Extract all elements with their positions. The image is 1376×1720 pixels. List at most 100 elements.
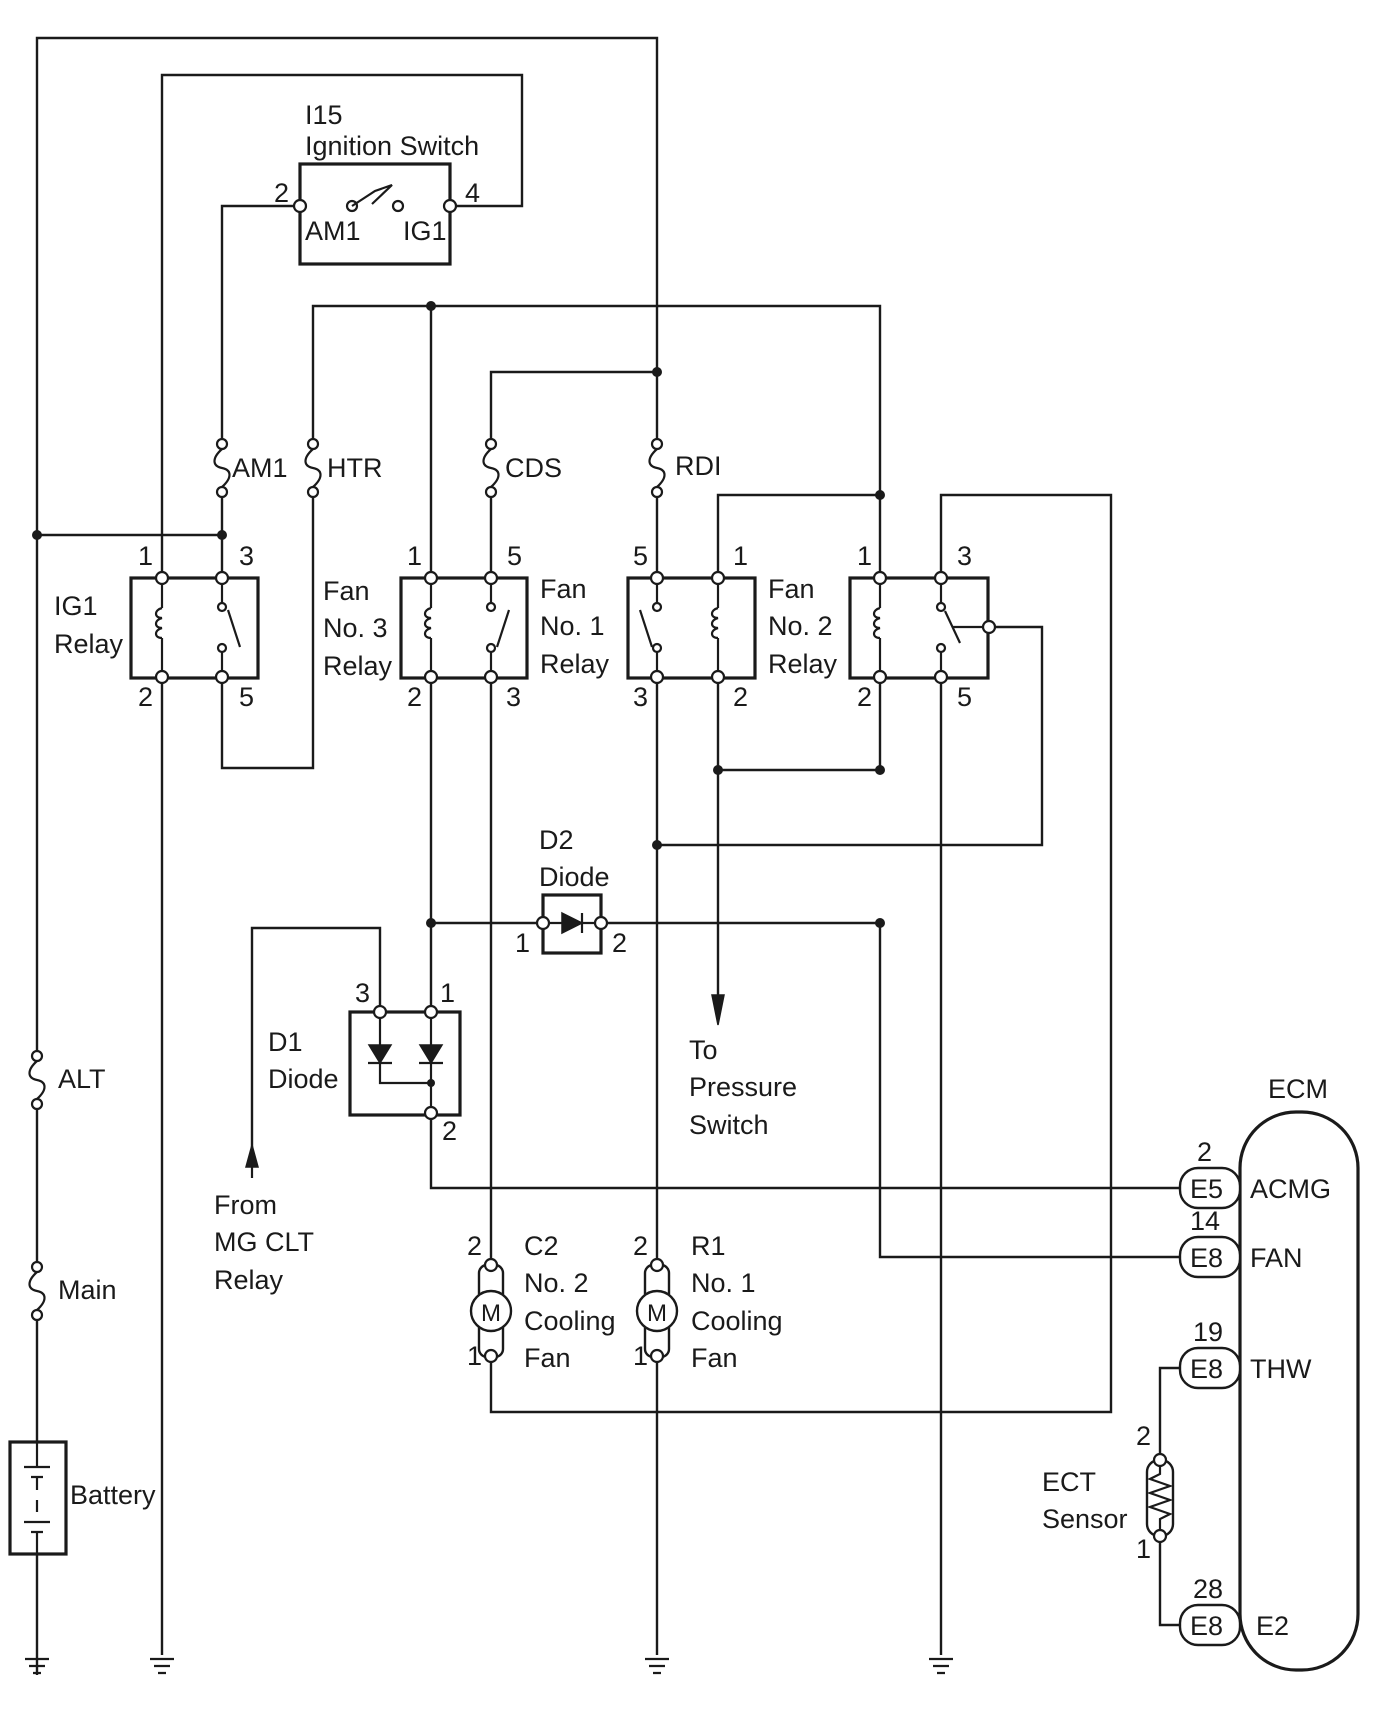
- pin-label: 1: [467, 1341, 482, 1371]
- pin-label: 2: [274, 178, 289, 208]
- pin-label: 2: [857, 682, 872, 712]
- fan-no3-relay: Fan No. 3 Relay 1 5 2 3: [323, 541, 529, 712]
- ecm-box: [1238, 1110, 1360, 1672]
- fuse-label: AM1: [232, 453, 288, 483]
- pin-label: 3: [633, 682, 648, 712]
- fuse-icon: [304, 448, 322, 488]
- external-label: Pressure: [689, 1072, 797, 1102]
- pin-label: 1: [407, 541, 422, 571]
- fan-name: Cooling: [524, 1306, 616, 1336]
- ground-icon: [150, 1657, 174, 1675]
- battery: Battery: [8, 1440, 156, 1556]
- motor-icon: [469, 1289, 513, 1333]
- pin-label: 2: [633, 1231, 648, 1261]
- pin-label: 3: [957, 541, 972, 571]
- connector-badge: [1178, 1346, 1242, 1390]
- motor-icon: [635, 1289, 679, 1333]
- wires: [35, 36, 1180, 1675]
- junction-dot: [32, 530, 42, 540]
- fuse-icon: [28, 1271, 46, 1311]
- fuse-icon: [28, 1060, 46, 1100]
- fan-name: No. 1: [691, 1268, 756, 1298]
- fan-name: Fan: [691, 1343, 738, 1373]
- diode-name: D1: [268, 1027, 303, 1057]
- connector-label: E8: [1190, 1243, 1223, 1273]
- ground-icon: [25, 1657, 49, 1675]
- relay-switch-icon: [638, 584, 659, 671]
- wire-d2-bus: [657, 625, 1044, 847]
- relay-name: Relay: [540, 649, 610, 679]
- relay-coil-icon: [423, 584, 433, 671]
- fuse-label: HTR: [327, 453, 383, 483]
- fan-name: C2: [524, 1231, 559, 1261]
- ecm: ECM E5 2 ACMG E8 14 FAN E8 19 THW E8 28 …: [1178, 1074, 1360, 1672]
- junction-dot: [875, 765, 885, 775]
- fuse-cds: CDS: [482, 437, 562, 499]
- wire-pressure: [716, 493, 880, 1010]
- pin-label: 2: [407, 682, 422, 712]
- relay-name: No. 3: [323, 613, 388, 643]
- pin-label: 5: [507, 541, 522, 571]
- fan-no2-relay: Fan No. 2 Relay 1 3 2 5: [768, 541, 997, 712]
- ect-sensor: ECT Sensor 2 1: [1042, 1421, 1175, 1564]
- from-mg-clt-relay: From MG CLT Relay: [214, 1142, 314, 1295]
- junction-dot: [652, 367, 662, 377]
- battery-label: Battery: [70, 1480, 156, 1510]
- relay-name: Relay: [54, 629, 124, 659]
- fuse-label: Main: [58, 1275, 117, 1305]
- ig1-relay: IG1 Relay 1 3 2 5: [54, 541, 260, 712]
- terminal-name: FAN: [1250, 1243, 1303, 1273]
- relay-coil-icon: [872, 584, 882, 671]
- relay-name: Fan: [540, 574, 587, 604]
- external-label: To: [689, 1035, 718, 1065]
- connector-label: E8: [1190, 1611, 1223, 1641]
- d1-diode: D1 Diode 3 1 2: [268, 978, 462, 1146]
- pin-label: 2: [138, 682, 153, 712]
- pin-label: 1: [733, 541, 748, 571]
- relay-coil-icon: [154, 584, 164, 671]
- ecm-title: ECM: [1268, 1074, 1328, 1104]
- relay-name: Relay: [768, 649, 838, 679]
- junction-dot: [217, 530, 227, 540]
- fan-no1-relay: Fan No. 1 Relay 5 1 3 2: [540, 541, 757, 712]
- c2-cooling-fan: M C2 No. 2 Cooling Fan 2 1: [467, 1231, 616, 1373]
- to-pressure-switch: To Pressure Switch: [689, 994, 797, 1140]
- connector-label: E8: [1190, 1354, 1223, 1384]
- external-label: MG CLT: [214, 1227, 314, 1257]
- junction-dot: [875, 490, 885, 500]
- terminal-ig1-label: IG1: [403, 216, 447, 246]
- relay-name: No. 1: [540, 611, 605, 641]
- pin-label: 1: [138, 541, 153, 571]
- wire-am1: [220, 204, 300, 575]
- fuse-label: RDI: [675, 451, 722, 481]
- fan-name: Fan: [524, 1343, 571, 1373]
- pin-label: 5: [239, 682, 254, 712]
- fuse-icon: [213, 448, 231, 488]
- ignition-switch: I15 Ignition Switch AM1 IG1 2 4: [274, 100, 480, 266]
- junction-dot: [713, 765, 723, 775]
- pin-label: 2: [1136, 1421, 1151, 1451]
- relay-box: [626, 576, 757, 680]
- wire-fan-ecm: [878, 923, 1180, 1259]
- r1-cooling-fan: M R1 No. 1 Cooling Fan 2 1: [633, 1231, 783, 1373]
- connector-badge: [1178, 1235, 1242, 1279]
- sensor-name: ECT: [1042, 1467, 1096, 1497]
- terminal-name: THW: [1250, 1354, 1312, 1384]
- wire-htr: [220, 304, 882, 770]
- pin-label: 5: [957, 682, 972, 712]
- fan-name: No. 2: [524, 1268, 589, 1298]
- pin-label: 28: [1193, 1574, 1223, 1604]
- ecm-terminal-thw: E8 19 THW: [1178, 1317, 1312, 1390]
- ground-icon: [929, 1657, 953, 1675]
- switch-contact: [442, 198, 458, 214]
- pin-label: 1: [857, 541, 872, 571]
- wire-thw: [1158, 1366, 1180, 1457]
- relay-box: [129, 576, 260, 680]
- d2-diode: D2 Diode 1 2: [515, 825, 627, 958]
- sensor-name: Sensor: [1042, 1504, 1128, 1534]
- wire-e2: [1158, 1538, 1180, 1627]
- pin-label: 4: [465, 178, 480, 208]
- pin-label: 14: [1190, 1206, 1220, 1236]
- fan-name: R1: [691, 1231, 726, 1261]
- relay-name: Fan: [768, 574, 815, 604]
